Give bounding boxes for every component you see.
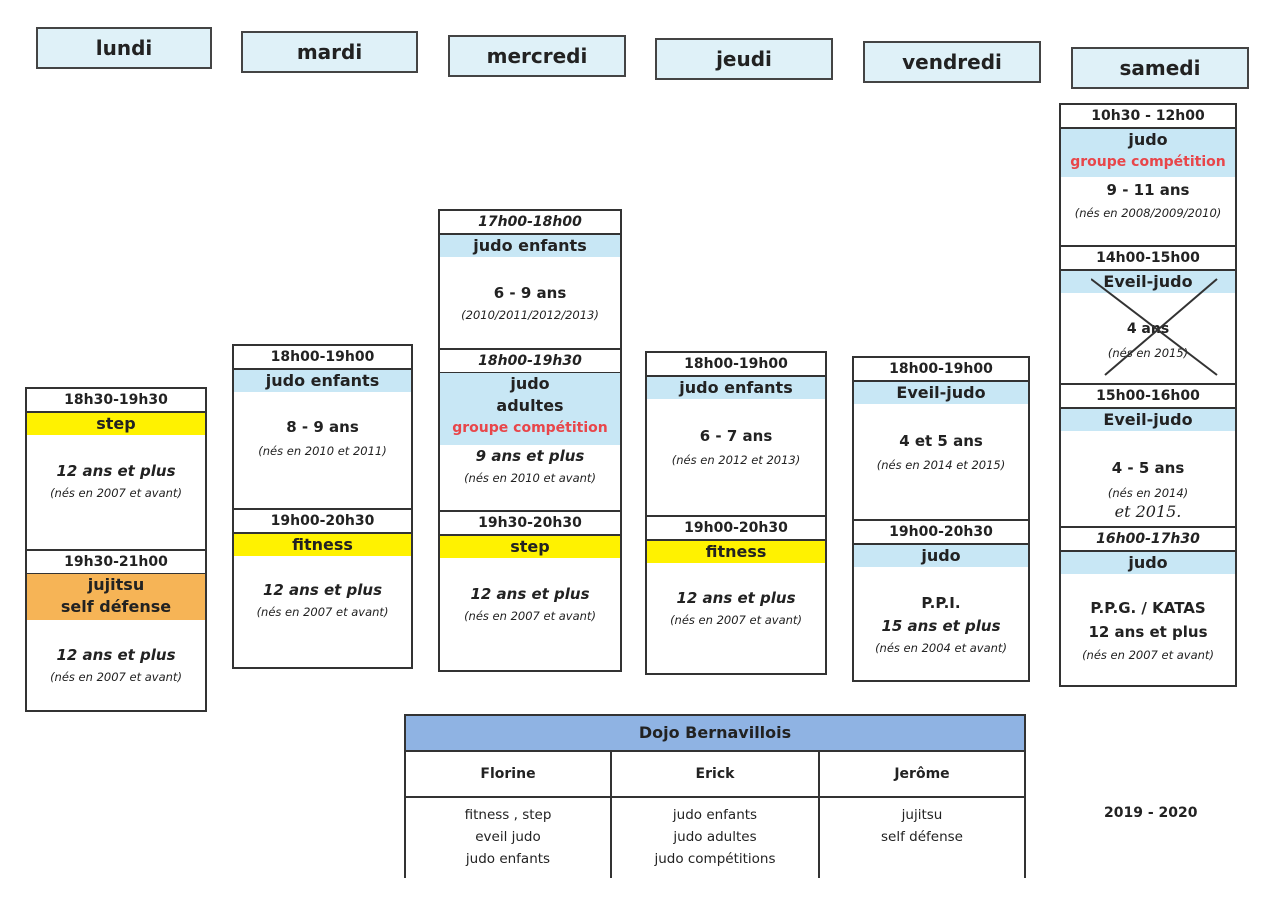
table-column-jerome: Jerôme jujitsu self défense bbox=[820, 752, 1024, 878]
table-title: Dojo Bernavillois bbox=[406, 716, 1024, 752]
jeudi-column: 18h00-19h00 judo enfants 6 - 7 ans (nés … bbox=[645, 351, 827, 675]
vendredi-slot1-age: 4 et 5 ans bbox=[899, 432, 983, 450]
mardi-slot1-time: 18h00-19h00 bbox=[234, 346, 411, 370]
samedi-slot3-age: 4 - 5 ans bbox=[1111, 459, 1185, 477]
table-header-erick: Erick bbox=[612, 752, 818, 798]
mercredi-slot1-note: (2010/2011/2012/2013) bbox=[461, 308, 599, 322]
season-label: 2019 - 2020 bbox=[1104, 805, 1198, 821]
samedi-slot3-time: 15h00-16h00 bbox=[1061, 385, 1235, 409]
table-column-florine: Florine fitness , step eveil judo judo e… bbox=[406, 752, 612, 878]
samedi-slot3-note: (nés en 2014) bbox=[1107, 486, 1189, 500]
mardi-slot2-activity: fitness bbox=[234, 534, 411, 556]
table-item: self défense bbox=[881, 829, 963, 845]
mercredi-slot2-activity-line2: adultes bbox=[496, 396, 564, 415]
day-header-mardi: mardi bbox=[241, 31, 418, 73]
mercredi-slot1-age: 6 - 9 ans bbox=[493, 284, 567, 302]
lundi-slot2-time: 19h30-21h00 bbox=[27, 551, 205, 575]
mercredi-slot1-time: 17h00-18h00 bbox=[440, 211, 620, 235]
day-header-lundi: lundi bbox=[36, 27, 212, 69]
samedi-slot1-age: 9 - 11 ans bbox=[1106, 181, 1190, 199]
samedi-slot4-time: 16h00-17h30 bbox=[1061, 528, 1235, 552]
mardi-slot2-note: (nés en 2007 et avant) bbox=[256, 605, 389, 619]
table-header-jerome: Jerôme bbox=[820, 752, 1024, 798]
mardi-slot1-activity: judo enfants bbox=[234, 370, 411, 392]
samedi-slot4-note: (nés en 2007 et avant) bbox=[1082, 648, 1214, 662]
mercredi-slot3-activity: step bbox=[440, 536, 620, 558]
mercredi-slot2-group: groupe compétition bbox=[452, 420, 608, 436]
day-header-samedi: samedi bbox=[1071, 47, 1249, 89]
lundi-column: 18h30-19h30 step 12 ans et plus (nés en … bbox=[25, 387, 207, 712]
mardi-slot2-age: 12 ans et plus bbox=[262, 581, 383, 599]
mercredi-column: 17h00-18h00 judo enfants 6 - 9 ans (2010… bbox=[438, 209, 622, 672]
samedi-slot4-line1: P.P.G. / KATAS bbox=[1090, 599, 1206, 617]
lundi-slot1-age: 12 ans et plus bbox=[56, 462, 176, 480]
lundi-slot1-activity: step bbox=[27, 413, 205, 435]
lundi-slot2-activity-line1: jujitsu bbox=[87, 575, 145, 594]
table-item: fitness , step bbox=[464, 807, 552, 823]
mercredi-slot2-age: 9 ans et plus bbox=[475, 447, 585, 465]
mercredi-slot2-time: 18h00-19h30 bbox=[440, 350, 620, 374]
mardi-slot1-note: (nés en 2010 et 2011) bbox=[258, 444, 387, 458]
samedi-slot2-activity: Eveil-judo bbox=[1061, 271, 1235, 293]
vendredi-slot1-activity: Eveil-judo bbox=[854, 382, 1028, 404]
samedi-slot1-activity: judo bbox=[1128, 130, 1168, 149]
day-header-jeudi: jeudi bbox=[655, 38, 833, 80]
samedi-slot1-group: groupe compétition bbox=[1070, 154, 1226, 170]
mercredi-slot3-age: 12 ans et plus bbox=[470, 585, 590, 603]
mercredi-slot3-time: 19h30-20h30 bbox=[440, 512, 620, 536]
vendredi-slot1-note: (nés en 2014 et 2015) bbox=[876, 458, 1006, 472]
mardi-slot1-age: 8 - 9 ans bbox=[286, 418, 359, 436]
vendredi-slot2-age: 15 ans et plus bbox=[881, 617, 1001, 635]
day-header-mercredi: mercredi bbox=[448, 35, 626, 77]
lundi-slot2-activity: jujitsu self défense bbox=[27, 574, 205, 620]
dojo-instructors-table: Dojo Bernavillois Florine fitness , step… bbox=[404, 714, 1026, 878]
lundi-slot2-activity-line2: self défense bbox=[60, 597, 172, 616]
jeudi-slot2-activity: fitness bbox=[647, 541, 825, 563]
jeudi-slot1-age: 6 - 7 ans bbox=[699, 427, 773, 445]
table-item: judo enfants bbox=[465, 851, 551, 867]
samedi-slot1-time: 10h30 - 12h00 bbox=[1061, 105, 1235, 129]
cross-out-mark bbox=[1091, 278, 1218, 376]
day-header-vendredi: vendredi bbox=[863, 41, 1041, 83]
table-column-erick: Erick judo enfants judo adultes judo com… bbox=[612, 752, 820, 878]
mardi-column: 18h00-19h00 judo enfants 8 - 9 ans (nés … bbox=[232, 344, 413, 669]
table-item: judo compétitions bbox=[654, 851, 776, 867]
table-item: judo enfants bbox=[672, 807, 758, 823]
jeudi-slot1-time: 18h00-19h00 bbox=[647, 353, 825, 377]
samedi-slot2-age: 4 ans bbox=[1126, 321, 1170, 337]
mercredi-slot2-note: (nés en 2010 et avant) bbox=[464, 471, 596, 485]
samedi-slot1-activity-block: judo groupe compétition bbox=[1061, 129, 1235, 177]
vendredi-slot2-note: (nés en 2004 et avant) bbox=[875, 641, 1007, 655]
table-item: eveil judo bbox=[475, 829, 541, 845]
vendredi-slot2-activity: judo bbox=[854, 545, 1028, 567]
jeudi-slot1-activity: judo enfants bbox=[647, 377, 825, 399]
mercredi-slot1-activity: judo enfants bbox=[440, 235, 620, 257]
vendredi-slot2-line1: P.P.I. bbox=[921, 594, 961, 612]
samedi-slot3-activity: Eveil-judo bbox=[1061, 409, 1235, 431]
samedi-slot3-handwritten-note: et 2015. bbox=[1114, 502, 1182, 521]
table-item: jujitsu bbox=[901, 807, 943, 823]
mardi-slot2-time: 19h00-20h30 bbox=[234, 510, 411, 534]
jeudi-slot2-age: 12 ans et plus bbox=[676, 589, 796, 607]
table-header-florine: Florine bbox=[406, 752, 610, 798]
vendredi-slot2-time: 19h00-20h30 bbox=[854, 521, 1028, 545]
jeudi-slot2-note: (nés en 2007 et avant) bbox=[670, 613, 802, 627]
lundi-slot2-age: 12 ans et plus bbox=[56, 646, 176, 664]
mercredi-slot2-activity: judo adultes groupe compétition bbox=[440, 373, 620, 445]
samedi-column: 10h30 - 12h00 judo groupe compétition 9 … bbox=[1059, 103, 1237, 687]
lundi-slot2-note: (nés en 2007 et avant) bbox=[50, 670, 182, 684]
samedi-slot2-time: 14h00-15h00 bbox=[1061, 247, 1235, 271]
jeudi-slot2-time: 19h00-20h30 bbox=[647, 517, 825, 541]
table-item: judo adultes bbox=[673, 829, 757, 845]
lundi-slot1-time: 18h30-19h30 bbox=[27, 389, 205, 413]
mercredi-slot3-note: (nés en 2007 et avant) bbox=[464, 609, 596, 623]
lundi-slot1-note: (nés en 2007 et avant) bbox=[50, 486, 182, 500]
samedi-slot1-note: (nés en 2008/2009/2010) bbox=[1074, 206, 1222, 220]
vendredi-column: 18h00-19h00 Eveil-judo 4 et 5 ans (nés e… bbox=[852, 356, 1030, 682]
jeudi-slot1-note: (nés en 2012 et 2013) bbox=[671, 453, 801, 467]
samedi-slot4-age: 12 ans et plus bbox=[1088, 623, 1208, 641]
vendredi-slot1-time: 18h00-19h00 bbox=[854, 358, 1028, 382]
mercredi-slot2-activity-line1: judo bbox=[510, 374, 550, 393]
samedi-slot4-activity: judo bbox=[1061, 552, 1235, 574]
